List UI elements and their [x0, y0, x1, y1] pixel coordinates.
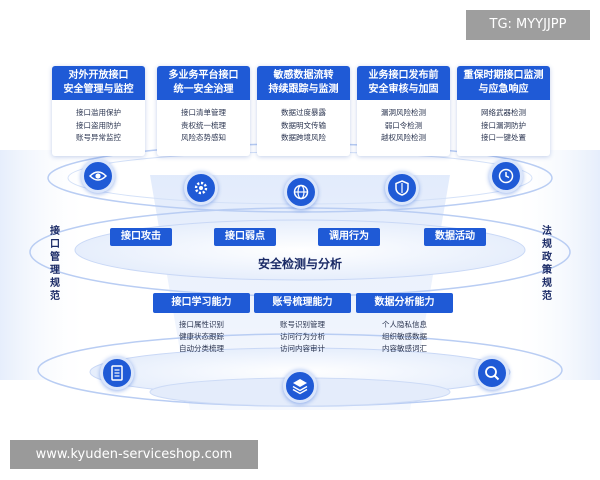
card-title: 敏感数据流转 持续跟踪与监测	[257, 66, 350, 100]
card-item: 网络武器检测	[481, 108, 526, 117]
center-title: 安全检测与分析	[257, 257, 342, 271]
shield-icon	[385, 171, 419, 205]
card-item: 接口漏洞防护	[481, 120, 526, 130]
card-items: 接口滥用保护 接口盗用防护 账号异常监控	[52, 100, 145, 145]
card-title: 重保时期接口监测 与应急响应	[457, 66, 550, 100]
card-item: 越权风险检测	[381, 133, 426, 142]
card-item: 接口清单管理	[181, 108, 226, 117]
card-multi-platform: 多业务平台接口 统一安全治理 接口清单管理 责权统一梳理 风险态势感知	[157, 66, 250, 156]
capability-item: 账号识别管理	[280, 320, 325, 329]
card-title: 对外开放接口 安全管理与监控	[52, 66, 145, 100]
side-label-left: 接口管理规范	[50, 226, 60, 302]
capability-item: 内容敏感词汇	[382, 344, 427, 353]
pill-call-behavior: 调用行为	[318, 228, 380, 246]
side-label-right: 法规政策规范	[542, 226, 552, 302]
capability-items: 接口属性识别 健康状态跟踪 自动分类梳理	[153, 313, 250, 355]
capability-account-sorting: 账号梳理能力 账号识别管理 访问行为分析 访问内容审计	[254, 293, 351, 355]
pill-interface-attack: 接口攻击	[110, 228, 172, 246]
card-pre-release-audit: 业务接口发布前 安全审核与加固 漏洞风险检测 弱口令检测 越权风险检测	[357, 66, 450, 156]
card-item: 数据过度暴露	[281, 108, 326, 117]
watermark-url: www.kyuden-serviceshop.com	[10, 440, 258, 469]
card-item: 数据明文传输	[281, 120, 326, 130]
capability-item: 访问内容审计	[280, 344, 325, 353]
card-sensitive-data: 敏感数据流转 持续跟踪与监测 数据过度暴露 数据明文传输 数据跨境风险	[257, 66, 350, 156]
capability-item: 组织敏感数据	[382, 332, 427, 341]
card-items: 网络武器检测 接口漏洞防护 接口一键处置	[457, 100, 550, 145]
gear-icon	[184, 171, 218, 205]
card-item: 漏洞风险检测	[381, 108, 426, 117]
card-item: 数据跨境风险	[281, 133, 326, 142]
eye-icon	[81, 159, 115, 193]
card-item: 弱口令检测	[384, 120, 423, 130]
pill-data-activity: 数据活动	[424, 228, 486, 246]
card-open-interface: 对外开放接口 安全管理与监控 接口滥用保护 接口盗用防护 账号异常监控	[52, 66, 145, 156]
middle-disc	[74, 219, 526, 281]
card-title: 多业务平台接口 统一安全治理	[157, 66, 250, 100]
card-emergency-response: 重保时期接口监测 与应急响应 网络武器检测 接口漏洞防护 接口一键处置	[457, 66, 550, 156]
card-item: 风险态势感知	[181, 133, 226, 142]
globe-icon	[284, 175, 318, 209]
card-items: 数据过度暴露 数据明文传输 数据跨境风险	[257, 100, 350, 145]
watermark-telegram: TG: MYYJJPP	[466, 10, 590, 40]
card-items: 接口清单管理 责权统一梳理 风险态势感知	[157, 100, 250, 145]
capability-item: 访问行为分析	[280, 332, 325, 341]
left-glow	[0, 150, 90, 380]
card-item: 责权统一梳理	[181, 120, 226, 130]
capability-title: 接口学习能力	[153, 293, 250, 313]
capability-title: 账号梳理能力	[254, 293, 351, 313]
capability-items: 个人隐私信息 组织敏感数据 内容敏感词汇	[356, 313, 453, 355]
capability-item: 个人隐私信息	[382, 320, 427, 329]
capability-interface-learning: 接口学习能力 接口属性识别 健康状态跟踪 自动分类梳理	[153, 293, 250, 355]
card-item: 接口一键处置	[481, 133, 526, 142]
card-item: 接口滥用保护	[76, 108, 121, 117]
card-item: 接口盗用防护	[76, 120, 121, 130]
card-items: 漏洞风险检测 弱口令检测 越权风险检测	[357, 100, 450, 145]
document-icon	[100, 356, 134, 390]
card-item: 账号异常监控	[76, 133, 121, 142]
capability-item: 自动分类梳理	[179, 344, 224, 353]
capability-item: 接口属性识别	[179, 320, 224, 329]
capability-data-analysis: 数据分析能力 个人隐私信息 组织敏感数据 内容敏感词汇	[356, 293, 453, 355]
layers-icon	[283, 369, 317, 403]
right-glow	[510, 150, 600, 380]
pill-interface-weakness: 接口弱点	[214, 228, 276, 246]
clock-icon	[489, 159, 523, 193]
card-title: 业务接口发布前 安全审核与加固	[357, 66, 450, 100]
search-icon	[475, 356, 509, 390]
capability-title: 数据分析能力	[356, 293, 453, 313]
capability-items: 账号识别管理 访问行为分析 访问内容审计	[254, 313, 351, 355]
capability-item: 健康状态跟踪	[179, 332, 224, 341]
